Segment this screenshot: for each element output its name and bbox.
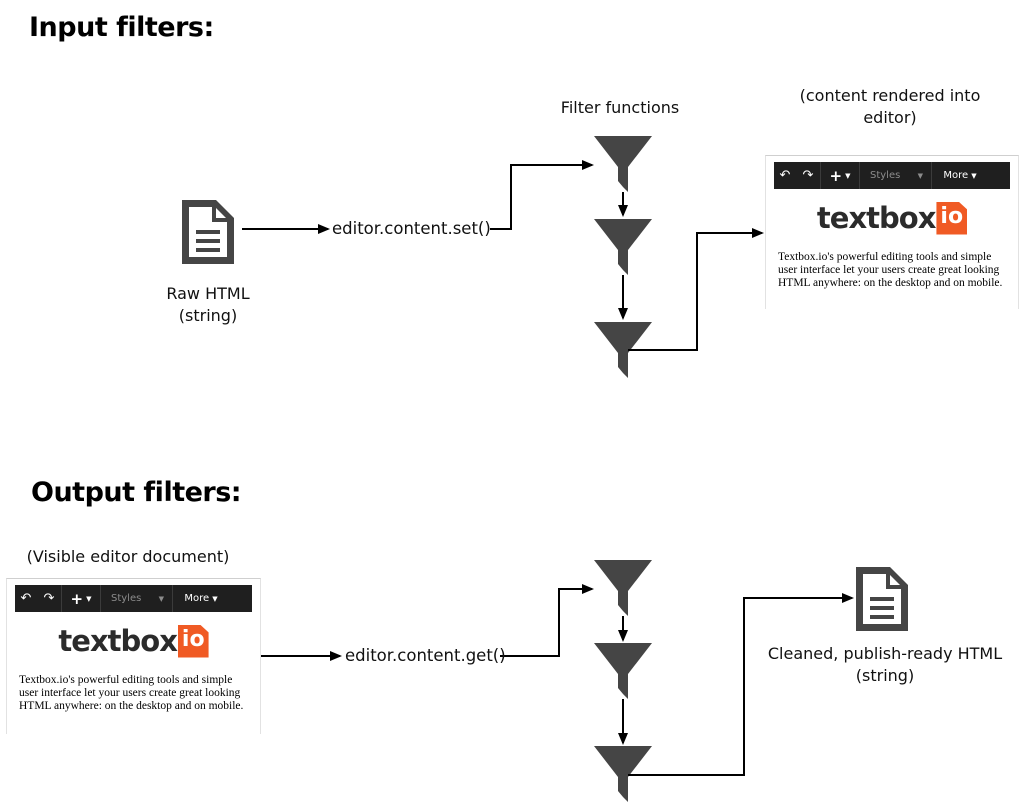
content-set-method-label: editor.content.set(): [332, 219, 491, 238]
output-filter-funnel-icon-2: [594, 643, 652, 699]
visible-editor-document-label: (Visible editor document): [26, 547, 230, 566]
clean-html-document-icon: [856, 567, 908, 631]
editor-toolbar: ↶ ↷ +▼ Styles▼ More▼: [774, 162, 1010, 189]
redo-icon: ↷: [37, 585, 62, 612]
input-filter-funnel-icon-2: [594, 219, 652, 275]
more-button: More▼: [184, 593, 218, 604]
redo-icon: ↷: [796, 162, 821, 189]
arrow-get-to-filters: [500, 584, 594, 657]
chevron-down-icon: ▼: [971, 171, 977, 180]
output-filter-funnel-icon-1: [594, 560, 652, 616]
chevron-down-icon: ▼: [86, 594, 92, 603]
editor-body-text: Textbox.io's powerful editing tools and …: [778, 251, 1003, 289]
input-filters-heading: Input filters:: [29, 12, 214, 43]
clean-html-label: Cleaned, publish-ready HTML (string): [767, 644, 1003, 685]
more-button: More▼: [943, 170, 977, 181]
chevron-down-icon: ▼: [845, 171, 851, 180]
raw-html-document-icon: [182, 200, 234, 264]
chevron-down-icon: ▼: [917, 171, 923, 180]
insert-button: +▼: [62, 585, 101, 612]
rendered-content-label: (content rendered into editor): [799, 86, 981, 127]
chevron-down-icon: ▼: [158, 594, 164, 603]
arrow-filters-to-editor: [628, 228, 764, 351]
editor-toolbar: ↶ ↷ +▼ Styles▼ More▼: [15, 585, 252, 612]
arrow-filters-to-clean-html: [628, 593, 854, 776]
styles-dropdown: Styles▼: [101, 585, 173, 612]
output-filters-heading: Output filters:: [31, 477, 242, 508]
raw-html-label: Raw HTML (string): [166, 284, 250, 325]
insert-button: +▼: [821, 162, 860, 189]
undo-icon: ↶: [779, 168, 791, 183]
undo-icon: ↶: [20, 591, 32, 606]
input-filter-funnel-icon-1: [594, 136, 652, 192]
arrow-set-to-filters: [490, 160, 594, 230]
styles-dropdown: Styles▼: [860, 162, 932, 189]
chevron-down-icon: ▼: [212, 594, 218, 603]
filter-functions-label: Filter functions: [560, 98, 680, 117]
editor-body-text: Textbox.io's powerful editing tools and …: [19, 674, 244, 712]
content-get-method-label: editor.content.get(): [345, 646, 506, 665]
